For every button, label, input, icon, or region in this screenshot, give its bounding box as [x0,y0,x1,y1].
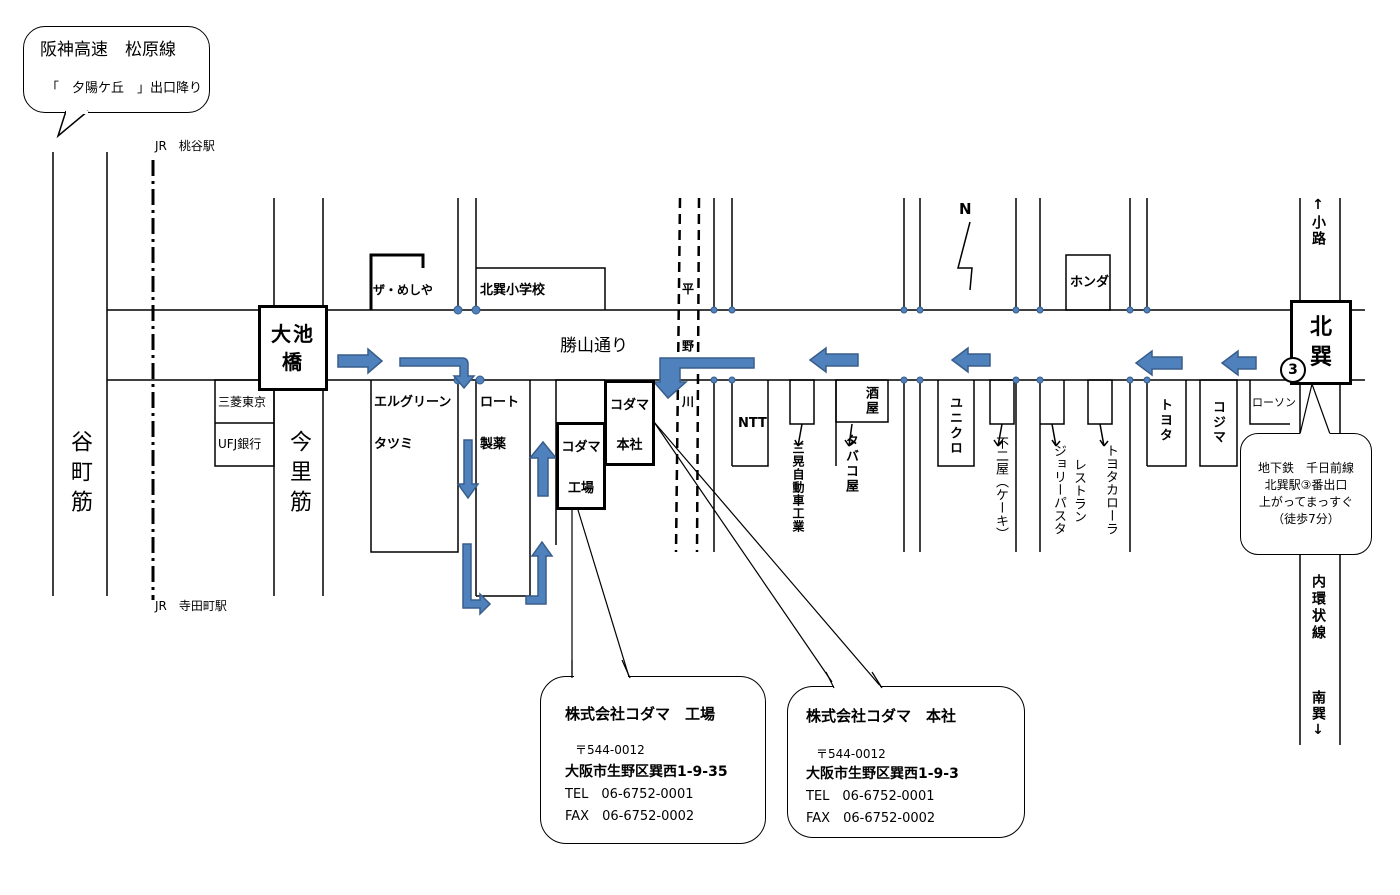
landmark-ntt: NTT [738,416,767,431]
road-kotsuji: ↑小路 [1310,197,1326,247]
factory-tel: TEL 06-6752-0001 [565,787,694,802]
landmark-rohto: ロート [480,395,520,410]
landmark-lawson: ローソン [1252,396,1296,409]
factory-fax: FAX 06-6752-0002 [565,809,695,824]
landmark-tatsumi: タツミ [374,437,414,452]
river-hirano-2: 野 [682,339,695,353]
hq-tel: TEL 06-6752-0001 [806,789,935,804]
landmark-seiyaku: 製薬 [480,437,507,452]
landmark-mitsubishi-tokyo: 三菱東京 [218,395,267,409]
landmark-restaurant: レストラン [1071,458,1086,523]
landmark-toyota-corolla: トヨタカローラ [1103,444,1118,535]
route-arrows [337,346,1257,616]
intersection-oike-bridge: 大池橋 [258,305,328,391]
street-imazato: 今里筋 [286,430,311,520]
compass-north: N [959,200,972,218]
subway-callout: 地下鉄 千日前線 北巽駅③番出口 上がってまっすぐ （徒歩7分） [1240,433,1372,555]
subway-exit-3-marker: 3 [1280,357,1306,383]
landmark-sakaya: 酒屋 [863,386,878,416]
factory-address-card: 株式会社コダマ 工場 〒544-0012 大阪市生野区巽西1-9-35 TEL … [540,676,766,844]
hq-address: 大阪市生野区巽西1-9-3 [806,766,959,782]
hq-fax: FAX 06-6752-0002 [806,811,936,826]
highway-name: 阪神高速 松原線 [40,40,176,60]
street-tanimachi: 谷町筋 [67,430,92,520]
river-hirano-1: 平 [682,282,695,296]
kodama-factory: コダマ 工場 [556,422,606,510]
factory-postal: 〒544-0012 [575,743,645,757]
factory-name: 株式会社コダマ 工場 [565,705,716,723]
hq-name: 株式会社コダマ 本社 [806,707,957,725]
street-katsuyama: 勝山通り [560,336,628,356]
highway-exit-callout [23,26,210,113]
landmark-tabakoya: タバコ屋 [843,434,858,494]
highway-exit: 「 夕陽ケ丘 」出口降り [46,81,203,96]
station-momodani: JR 桃谷駅 [155,139,215,153]
station-teradacho: JR 寺田町駅 [155,599,227,613]
landmark-jolly-pasta: ジョリーパスタ [1051,444,1066,535]
landmark-za-meshiya: ザ・めしや [373,283,433,297]
landmark-uniqlo: ユニクロ [947,396,962,456]
hq-postal: 〒544-0012 [816,747,886,761]
landmark-elgreen: エルグリーン [374,395,452,410]
landmark-sanko: 三晃自動車工業 [791,442,805,533]
river-hirano-3: 川 [682,395,695,409]
intersection-kitatatsumi: 北巽 [1290,300,1352,385]
landmark-ufj-bank: UFJ銀行 [218,437,262,451]
landmark-toyota: トヨタ [1157,398,1172,443]
kodama-headquarters: コダマ 本社 [604,380,655,466]
landmark-fujiya: 不二屋（ケーキ） [993,436,1008,540]
landmark-kitatatsumi-school: 北巽小学校 [480,283,546,298]
road-minamitatsumi: 南巽↓ [1310,690,1326,740]
factory-address: 大阪市生野区巽西1-9-35 [565,764,728,780]
hq-address-card: 株式会社コダマ 本社 〒544-0012 大阪市生野区巽西1-9-3 TEL 0… [787,686,1025,838]
landmark-kojima: コジマ [1210,400,1225,445]
road-naikanjosen: 内環状線 [1310,574,1326,642]
landmark-honda: ホンダ [1070,275,1110,290]
